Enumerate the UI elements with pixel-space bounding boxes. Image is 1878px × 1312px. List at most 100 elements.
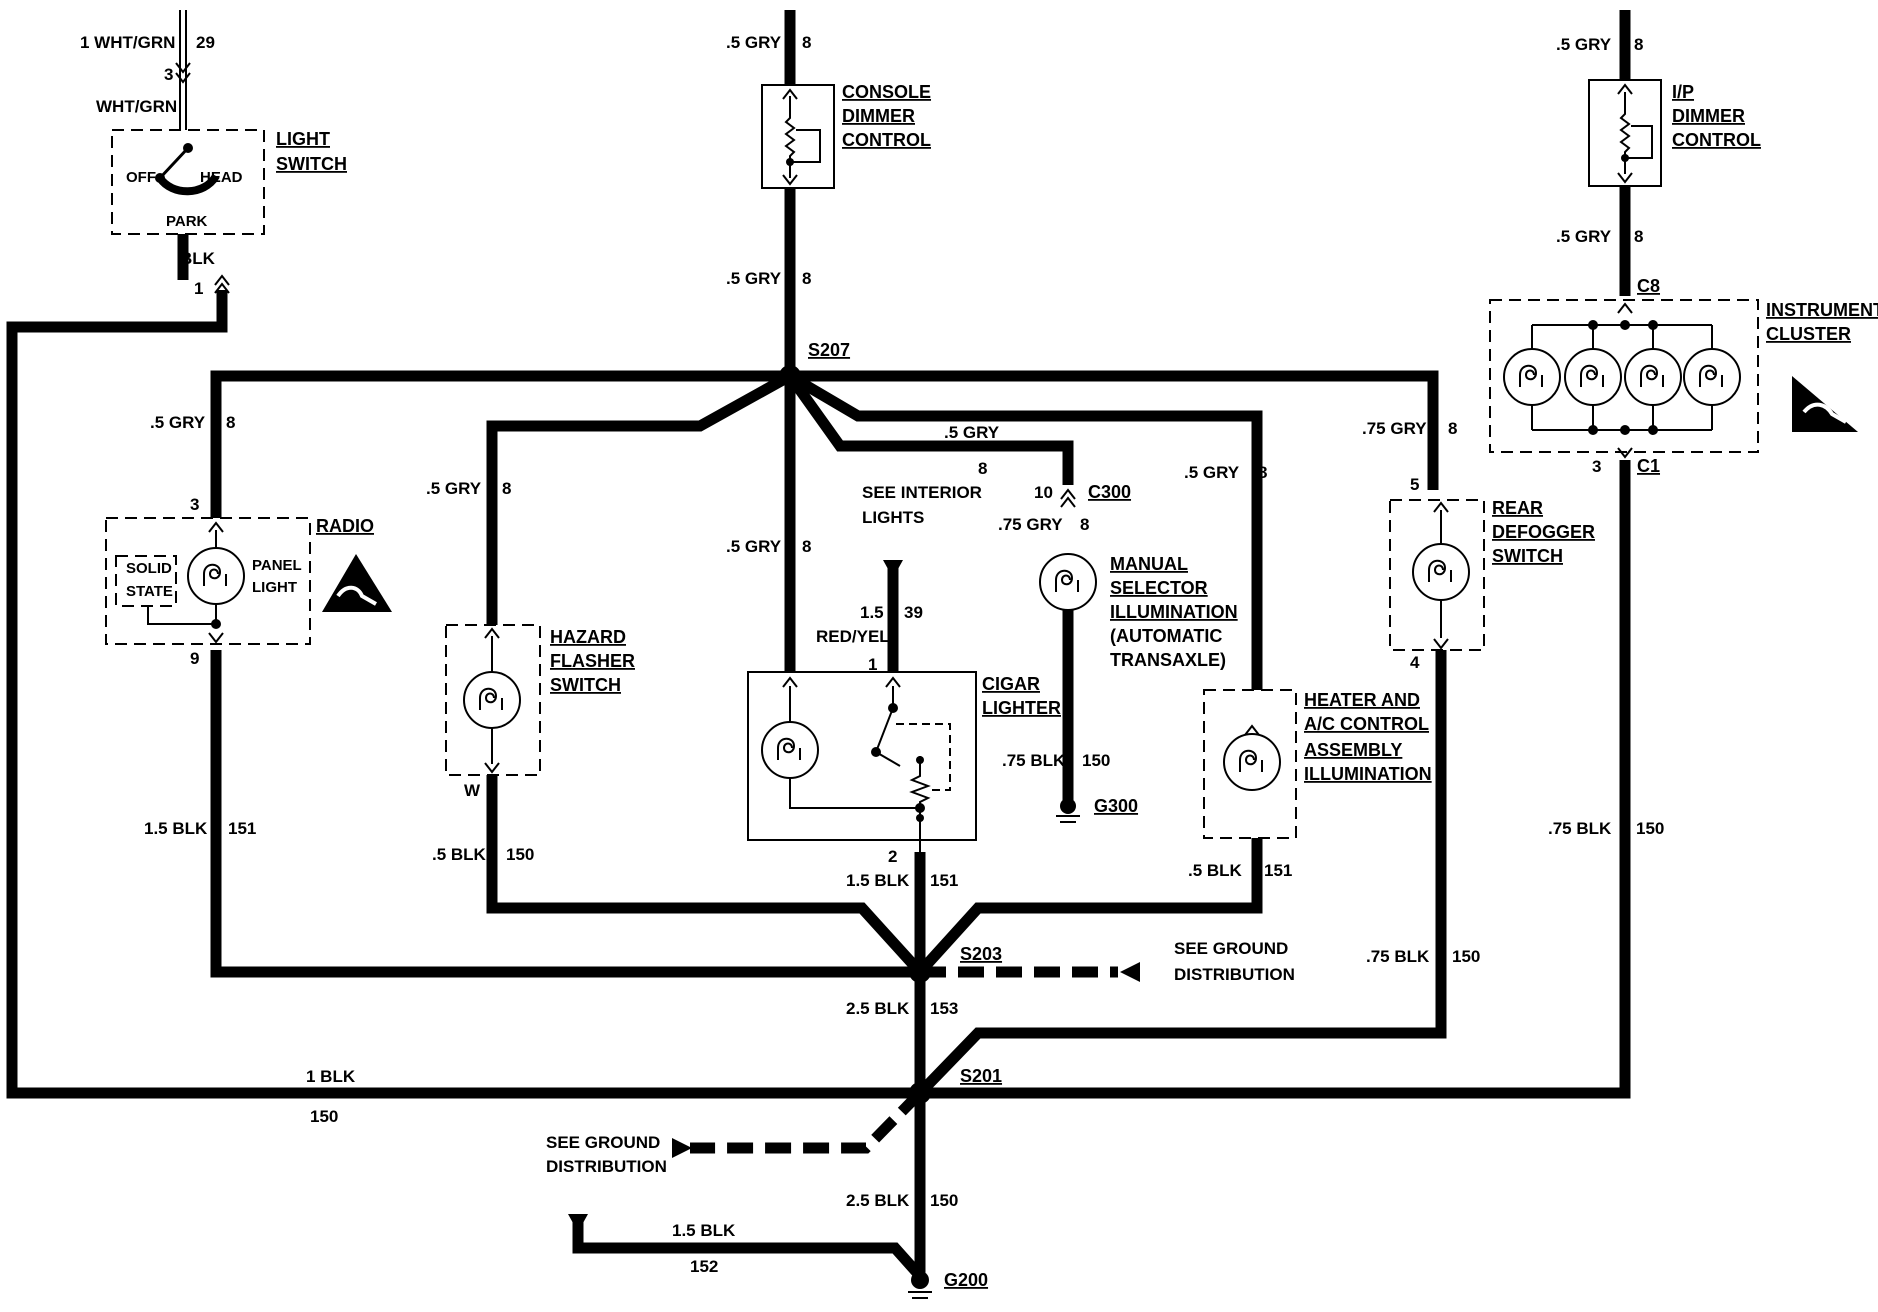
component-label: CLUSTER xyxy=(1766,324,1851,344)
pin-label: 9 xyxy=(190,649,199,668)
rear-defogger-switch xyxy=(1389,499,1485,651)
circuit-label: 150 xyxy=(930,1191,958,1210)
wire-label: RED/YEL xyxy=(816,627,890,646)
component-label: A/C CONTROL xyxy=(1304,714,1429,734)
component-label: CONTROL xyxy=(1672,130,1761,150)
circuit-label: 8 xyxy=(1258,463,1267,482)
ground-dist-arrow-icon xyxy=(1120,962,1140,982)
circuit-label: 150 xyxy=(310,1107,338,1126)
ground-label: G300 xyxy=(1094,796,1138,816)
component-label: INSTRUMENT xyxy=(1766,300,1878,320)
esd-warning-icon xyxy=(1792,376,1858,432)
splice-s203-node xyxy=(909,961,931,983)
wire-label: 2.5 BLK xyxy=(846,999,910,1018)
component-label: MANUAL xyxy=(1110,554,1188,574)
wire-label: 1.5 BLK xyxy=(144,819,208,838)
wire-label: 1 BLK xyxy=(306,1067,356,1086)
component-label: DIMMER xyxy=(1672,106,1745,126)
component-sub-label: STATE xyxy=(126,583,173,600)
wire-label: .5 GRY xyxy=(1184,463,1240,482)
component-label: SWITCH xyxy=(276,154,347,174)
wire-label: 1.5 BLK xyxy=(846,871,910,890)
component-label: LIGHTER xyxy=(982,698,1061,718)
ground-g200-icon xyxy=(908,1291,932,1299)
circuit-label: 29 xyxy=(196,33,215,52)
splice-s207-node xyxy=(779,365,801,387)
pin-label: 3 xyxy=(164,65,173,84)
circuit-label: 8 xyxy=(502,479,511,498)
pin-label: 1 xyxy=(868,655,877,674)
battery-feed-arrow-icon xyxy=(883,560,903,578)
splice-s201-node xyxy=(909,1082,931,1104)
note-label: SEE GROUND xyxy=(546,1133,660,1152)
circuit-label: 39 xyxy=(904,603,923,622)
wire-label: .5 GRY xyxy=(944,423,1000,442)
component-label: ILLUMINATION xyxy=(1110,602,1238,622)
component-label: HEATER AND xyxy=(1304,690,1420,710)
component-label: SWITCH xyxy=(1492,546,1563,566)
component-label: CIGAR xyxy=(982,674,1040,694)
circuit-label: 151 xyxy=(228,819,256,838)
component-label: ILLUMINATION xyxy=(1304,764,1432,784)
component-sub-label: SOLID xyxy=(126,560,172,577)
circuit-label: 8 xyxy=(802,33,811,52)
wire-label: .5 GRY xyxy=(726,269,782,288)
wire-label: .5 BLK xyxy=(1188,861,1243,880)
component-label: ASSEMBLY xyxy=(1304,740,1402,760)
circuit-label: 8 xyxy=(802,537,811,556)
component-label: LIGHT xyxy=(276,129,330,149)
circuit-label: 8 xyxy=(1448,419,1457,438)
ground-g300-node xyxy=(1060,798,1076,814)
note-label: SEE GROUND xyxy=(1174,939,1288,958)
wire-label: 1.5 xyxy=(860,603,884,622)
component-label: FLASHER xyxy=(550,651,635,671)
hazard-flasher-switch xyxy=(445,624,541,776)
wire-label: 2.5 BLK xyxy=(846,1191,910,1210)
pin-label: 3 xyxy=(190,495,199,514)
wire-label: WHT/GRN xyxy=(96,97,177,116)
wire-label: .75 BLK xyxy=(1548,819,1612,838)
esd-warning-icon xyxy=(322,554,392,612)
connector-label: C8 xyxy=(1637,276,1660,296)
wire-label: .5 GRY xyxy=(1556,35,1612,54)
pin-label: 3 xyxy=(1592,457,1601,476)
radio xyxy=(105,517,311,645)
component-sub-label: PANEL xyxy=(252,557,302,574)
ip-dimmer-control xyxy=(1588,79,1662,187)
pin-label: 10 xyxy=(1034,483,1053,502)
wire-label: 1 WHT/GRN xyxy=(80,33,175,52)
ground-dist-arrow-icon xyxy=(672,1138,692,1158)
splice-label: S203 xyxy=(960,944,1002,964)
note-label: SEE INTERIOR xyxy=(862,483,982,502)
pin-label: 5 xyxy=(1410,475,1419,494)
component-label: DIMMER xyxy=(842,106,915,126)
circuit-label: 8 xyxy=(1634,227,1643,246)
manual-selector-illumination xyxy=(1039,489,1097,611)
component-sub-label: LIGHT xyxy=(252,579,297,596)
circuit-label: 8 xyxy=(802,269,811,288)
note-label: DISTRIBUTION xyxy=(1174,965,1295,984)
wires xyxy=(6,10,1631,1280)
light-switch xyxy=(111,62,265,294)
component-label: HAZARD xyxy=(550,627,626,647)
wire-label: .5 BLK xyxy=(432,845,487,864)
splice-label: S207 xyxy=(808,340,850,360)
switch-position-label: PARK xyxy=(166,213,208,230)
component-label: I/P xyxy=(1672,82,1694,102)
wire-label: .75 BLK xyxy=(1002,751,1066,770)
circuit-label: 8 xyxy=(978,459,987,478)
connector-label: C300 xyxy=(1088,482,1131,502)
wire-label: .5 GRY xyxy=(726,537,782,556)
wire-label: .75 BLK xyxy=(1366,947,1430,966)
ground-g300-icon xyxy=(1056,815,1080,823)
instrument-cluster xyxy=(1489,299,1759,458)
splice-label: S201 xyxy=(960,1066,1002,1086)
console-dimmer-control xyxy=(761,84,835,189)
component-label: SELECTOR xyxy=(1110,578,1208,598)
battery-feed-arrow-icon xyxy=(568,1214,588,1232)
wire-label: .75 GRY xyxy=(998,515,1063,534)
heater-ac-control xyxy=(1203,689,1297,839)
wire-label: .5 GRY xyxy=(726,33,782,52)
wire-label: 1.5 BLK xyxy=(672,1221,736,1240)
